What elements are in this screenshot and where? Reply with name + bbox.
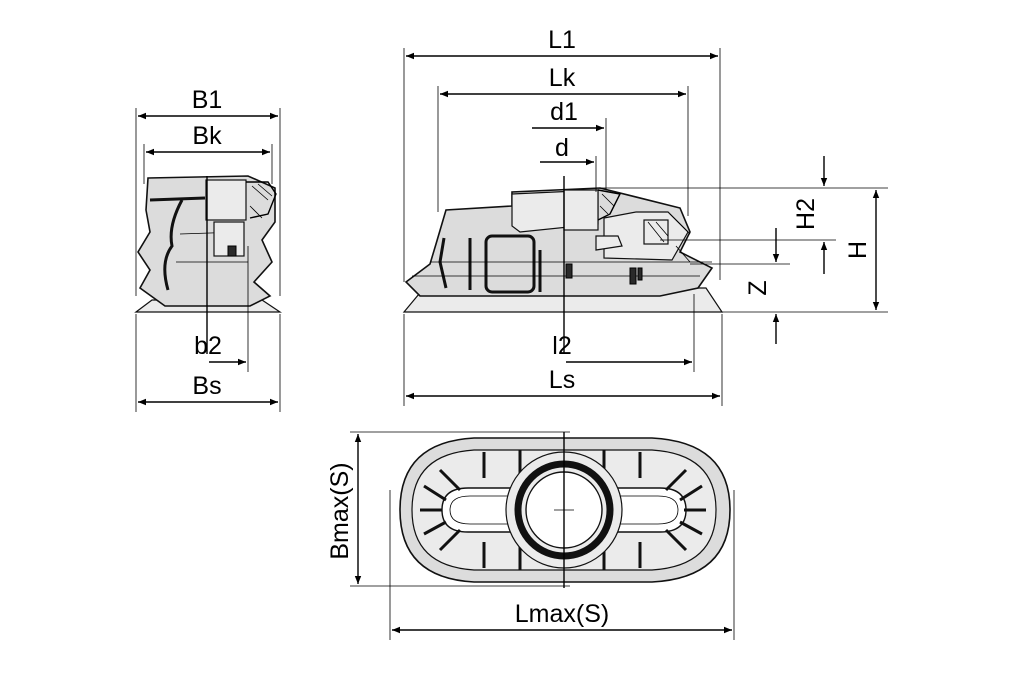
dim-H-label: H	[844, 241, 872, 259]
side-connector-outline	[246, 181, 277, 219]
top-view: Bmax(S) Lmax(S)	[326, 431, 735, 640]
side-pin	[227, 245, 237, 257]
dim-l2-label: l2	[552, 332, 571, 360]
top-ribs-top	[482, 450, 642, 478]
top-ribs-right	[664, 468, 706, 552]
dim-B1-label: B1	[192, 86, 223, 114]
dim-d1-label: d1	[550, 98, 578, 126]
dim-H2-label: H2	[792, 198, 820, 230]
dim-Lk-label: Lk	[549, 64, 576, 92]
dim-Bs-label: Bs	[192, 372, 221, 400]
front-rib-3	[484, 234, 536, 294]
front-connector	[563, 189, 599, 231]
front-pin-left	[565, 263, 573, 279]
dim-Z-label: Z	[744, 280, 772, 295]
dim-d-label: d	[555, 134, 569, 162]
side-connector	[205, 179, 247, 221]
dim-L1-label: L1	[548, 26, 576, 54]
top-inner-racetrack-2	[449, 495, 679, 525]
top-ribs-left	[420, 468, 462, 552]
front-folds	[412, 261, 712, 277]
side-view: B1 Bk b2 Bs	[134, 86, 282, 412]
dim-Bk-label: Bk	[192, 122, 222, 150]
front-valve	[595, 235, 623, 251]
top-ribs-bottom	[482, 542, 642, 570]
side-hatch	[249, 183, 273, 219]
front-hatch	[599, 193, 615, 215]
side-rib	[163, 199, 184, 291]
dim-b2-label: b2	[194, 332, 222, 360]
dim-Bmax-label: Bmax(S)	[326, 462, 354, 559]
front-pin-right	[637, 267, 643, 281]
dim-Lmax-label: Lmax(S)	[515, 600, 609, 628]
front-connector-edge	[597, 189, 622, 221]
side-rib-top	[149, 196, 206, 202]
front-fitting-hatch	[647, 213, 691, 263]
dim-Ls-label: Ls	[549, 366, 575, 394]
front-pin-mid	[629, 267, 637, 285]
front-view: L1 Lk d1 d H2 H Z l2	[402, 26, 888, 406]
